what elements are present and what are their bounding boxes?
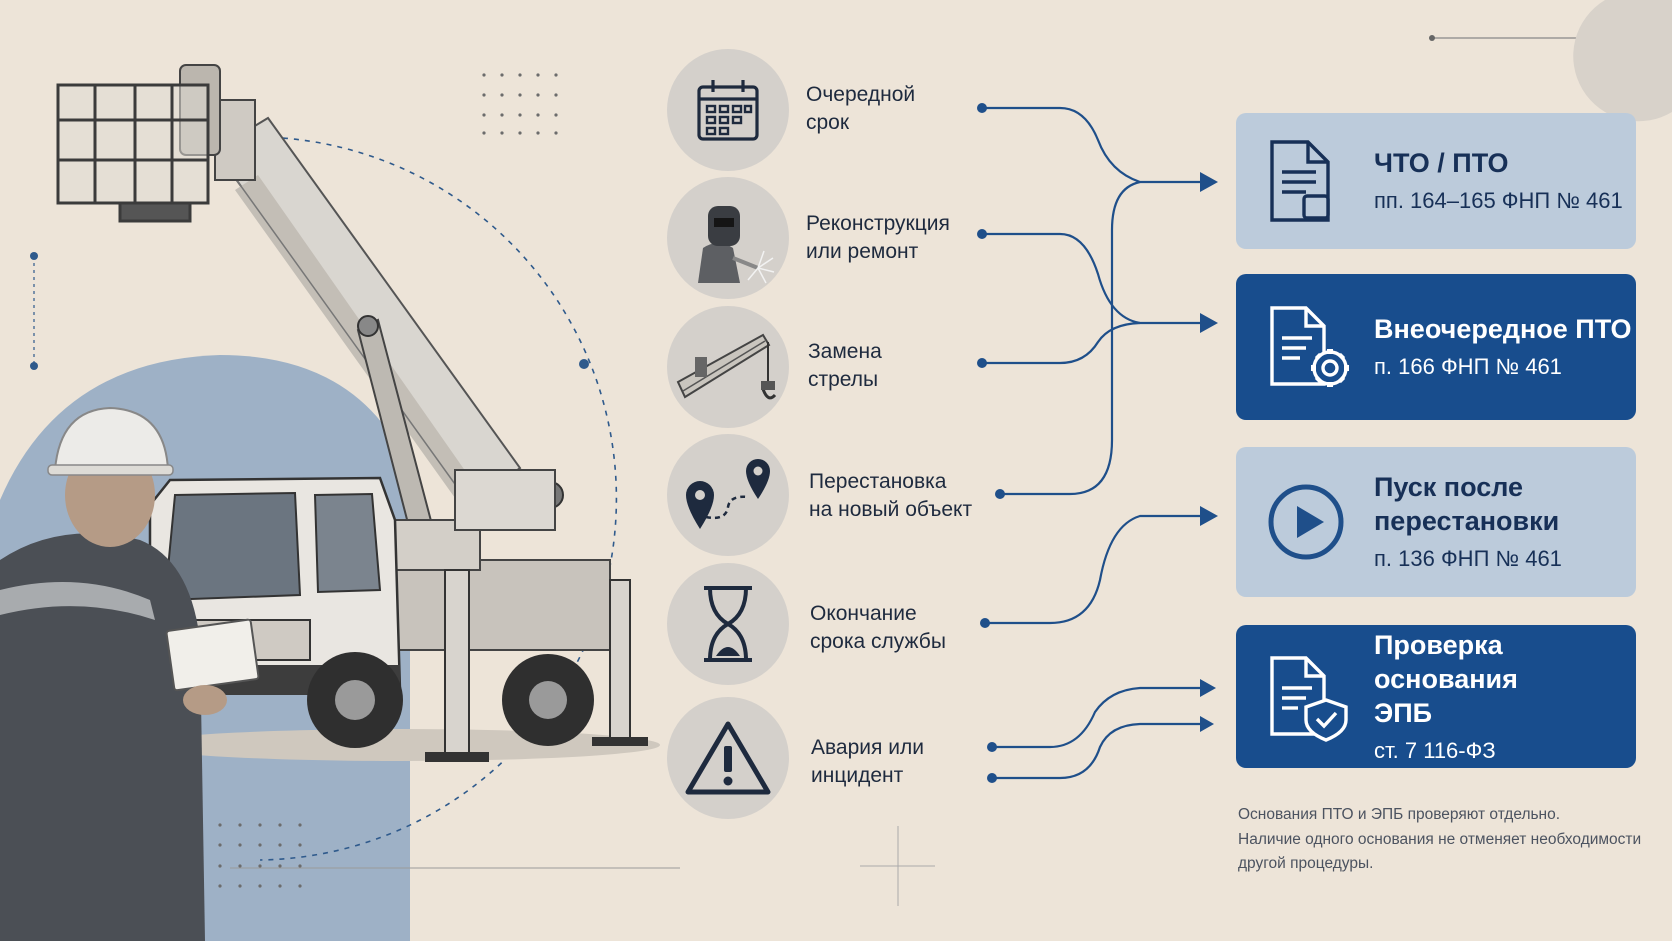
trigger-line: Замена: [808, 340, 882, 363]
trigger-icon-accident: [667, 697, 789, 819]
trigger-icon-relocation: [667, 434, 789, 556]
outcome-card-launch: Пуск после перестановки п. 136 ФНП № 461: [1236, 447, 1636, 597]
footnote-line: Основания ПТО и ЭПБ проверяют отдельно.: [1238, 806, 1561, 823]
footnote: Основания ПТО и ЭПБ проверяют отдельно. …: [1238, 803, 1658, 877]
trigger-label-accident: Авария или инцидент: [811, 734, 924, 790]
trigger-line: Очередной: [806, 83, 916, 106]
trigger-label-boom: Замена стрелы: [808, 338, 882, 394]
footnote-line: другой процедуры.: [1238, 855, 1374, 872]
calendar-icon: [697, 80, 759, 141]
trigger-line: Окончание: [810, 602, 917, 625]
play-circle-icon: [1268, 484, 1344, 560]
dot-grid-bottom: [218, 823, 302, 888]
dashed-orbit: [249, 136, 618, 861]
trigger-line: на новый объект: [809, 498, 973, 521]
trigger-line: Авария или: [811, 736, 924, 759]
footnote-line: Наличие одного основания не отменяет нео…: [1238, 830, 1642, 848]
card-title-line: Проверка основания: [1374, 629, 1518, 694]
document-gear-icon: [1270, 306, 1349, 387]
card-title-line: Внеочередное ПТО: [1374, 314, 1632, 344]
outcome-card-epb: Проверка основания ЭПБ ст. 7 116-ФЗ: [1236, 625, 1636, 768]
trigger-line: стрелы: [808, 368, 879, 391]
crane-truck-illustration: [0, 64, 680, 941]
document-shield-icon: [1270, 655, 1348, 742]
worker: [0, 406, 260, 941]
card-title-line: перестановки: [1374, 506, 1560, 536]
trigger-label-scheduled: Очередной срок: [806, 81, 915, 137]
trigger-icon-boom: [667, 306, 789, 428]
card-title-line: ЭПБ: [1374, 697, 1433, 728]
dot-grid-top: [482, 73, 558, 135]
document-icon: [1270, 140, 1330, 222]
card-title: Внеочередное ПТО: [1374, 312, 1636, 346]
card-reference: п. 136 ФНП № 461: [1374, 546, 1562, 571]
card-title: Пуск после перестановки: [1374, 470, 1636, 538]
trigger-label-relocation: Перестановка на новый объект: [809, 468, 972, 524]
trigger-label-reconstruction: Реконструкция или ремонт: [806, 210, 950, 266]
welder-icon: [698, 206, 775, 284]
trigger-line: срока службы: [810, 630, 946, 653]
card-title: Проверка основания ЭПБ: [1374, 628, 1636, 730]
card-reference: п. 166 ФНП № 461: [1374, 354, 1562, 379]
trigger-label-service-life: Окончание срока службы: [810, 600, 946, 656]
card-title: ЧТО / ПТО: [1374, 146, 1636, 180]
trigger-icon-reconstruction: [667, 177, 789, 299]
trigger-icon-scheduled: [667, 49, 789, 171]
card-title-line: Пуск после: [1374, 472, 1524, 502]
outcome-card-extra-pto: Внеочередное ПТО п. 166 ФНП № 461: [1236, 274, 1636, 420]
card-title-line: ЧТО / ПТО: [1374, 148, 1509, 178]
crane-boom-icon: [676, 333, 777, 400]
trigger-line: Реконструкция: [806, 212, 950, 235]
card-reference: ст. 7 116-ФЗ: [1374, 737, 1496, 763]
outcome-card-cto-pto: ЧТО / ПТО пп. 164–165 ФНП № 461: [1236, 113, 1636, 249]
aerial-basket: [56, 83, 210, 223]
trigger-line: или ремонт: [806, 240, 919, 263]
trigger-line: инцидент: [811, 764, 904, 787]
trigger-line: Перестановка: [809, 470, 947, 493]
card-reference: пп. 164–165 ФНП № 461: [1374, 188, 1623, 213]
trigger-icon-service-life: [667, 563, 789, 685]
crane-boom: [179, 64, 564, 564]
route-pins-icon: [686, 459, 770, 529]
hourglass-icon: [704, 586, 752, 662]
trigger-line: срок: [806, 111, 850, 134]
warning-triangle-icon: [685, 721, 771, 795]
